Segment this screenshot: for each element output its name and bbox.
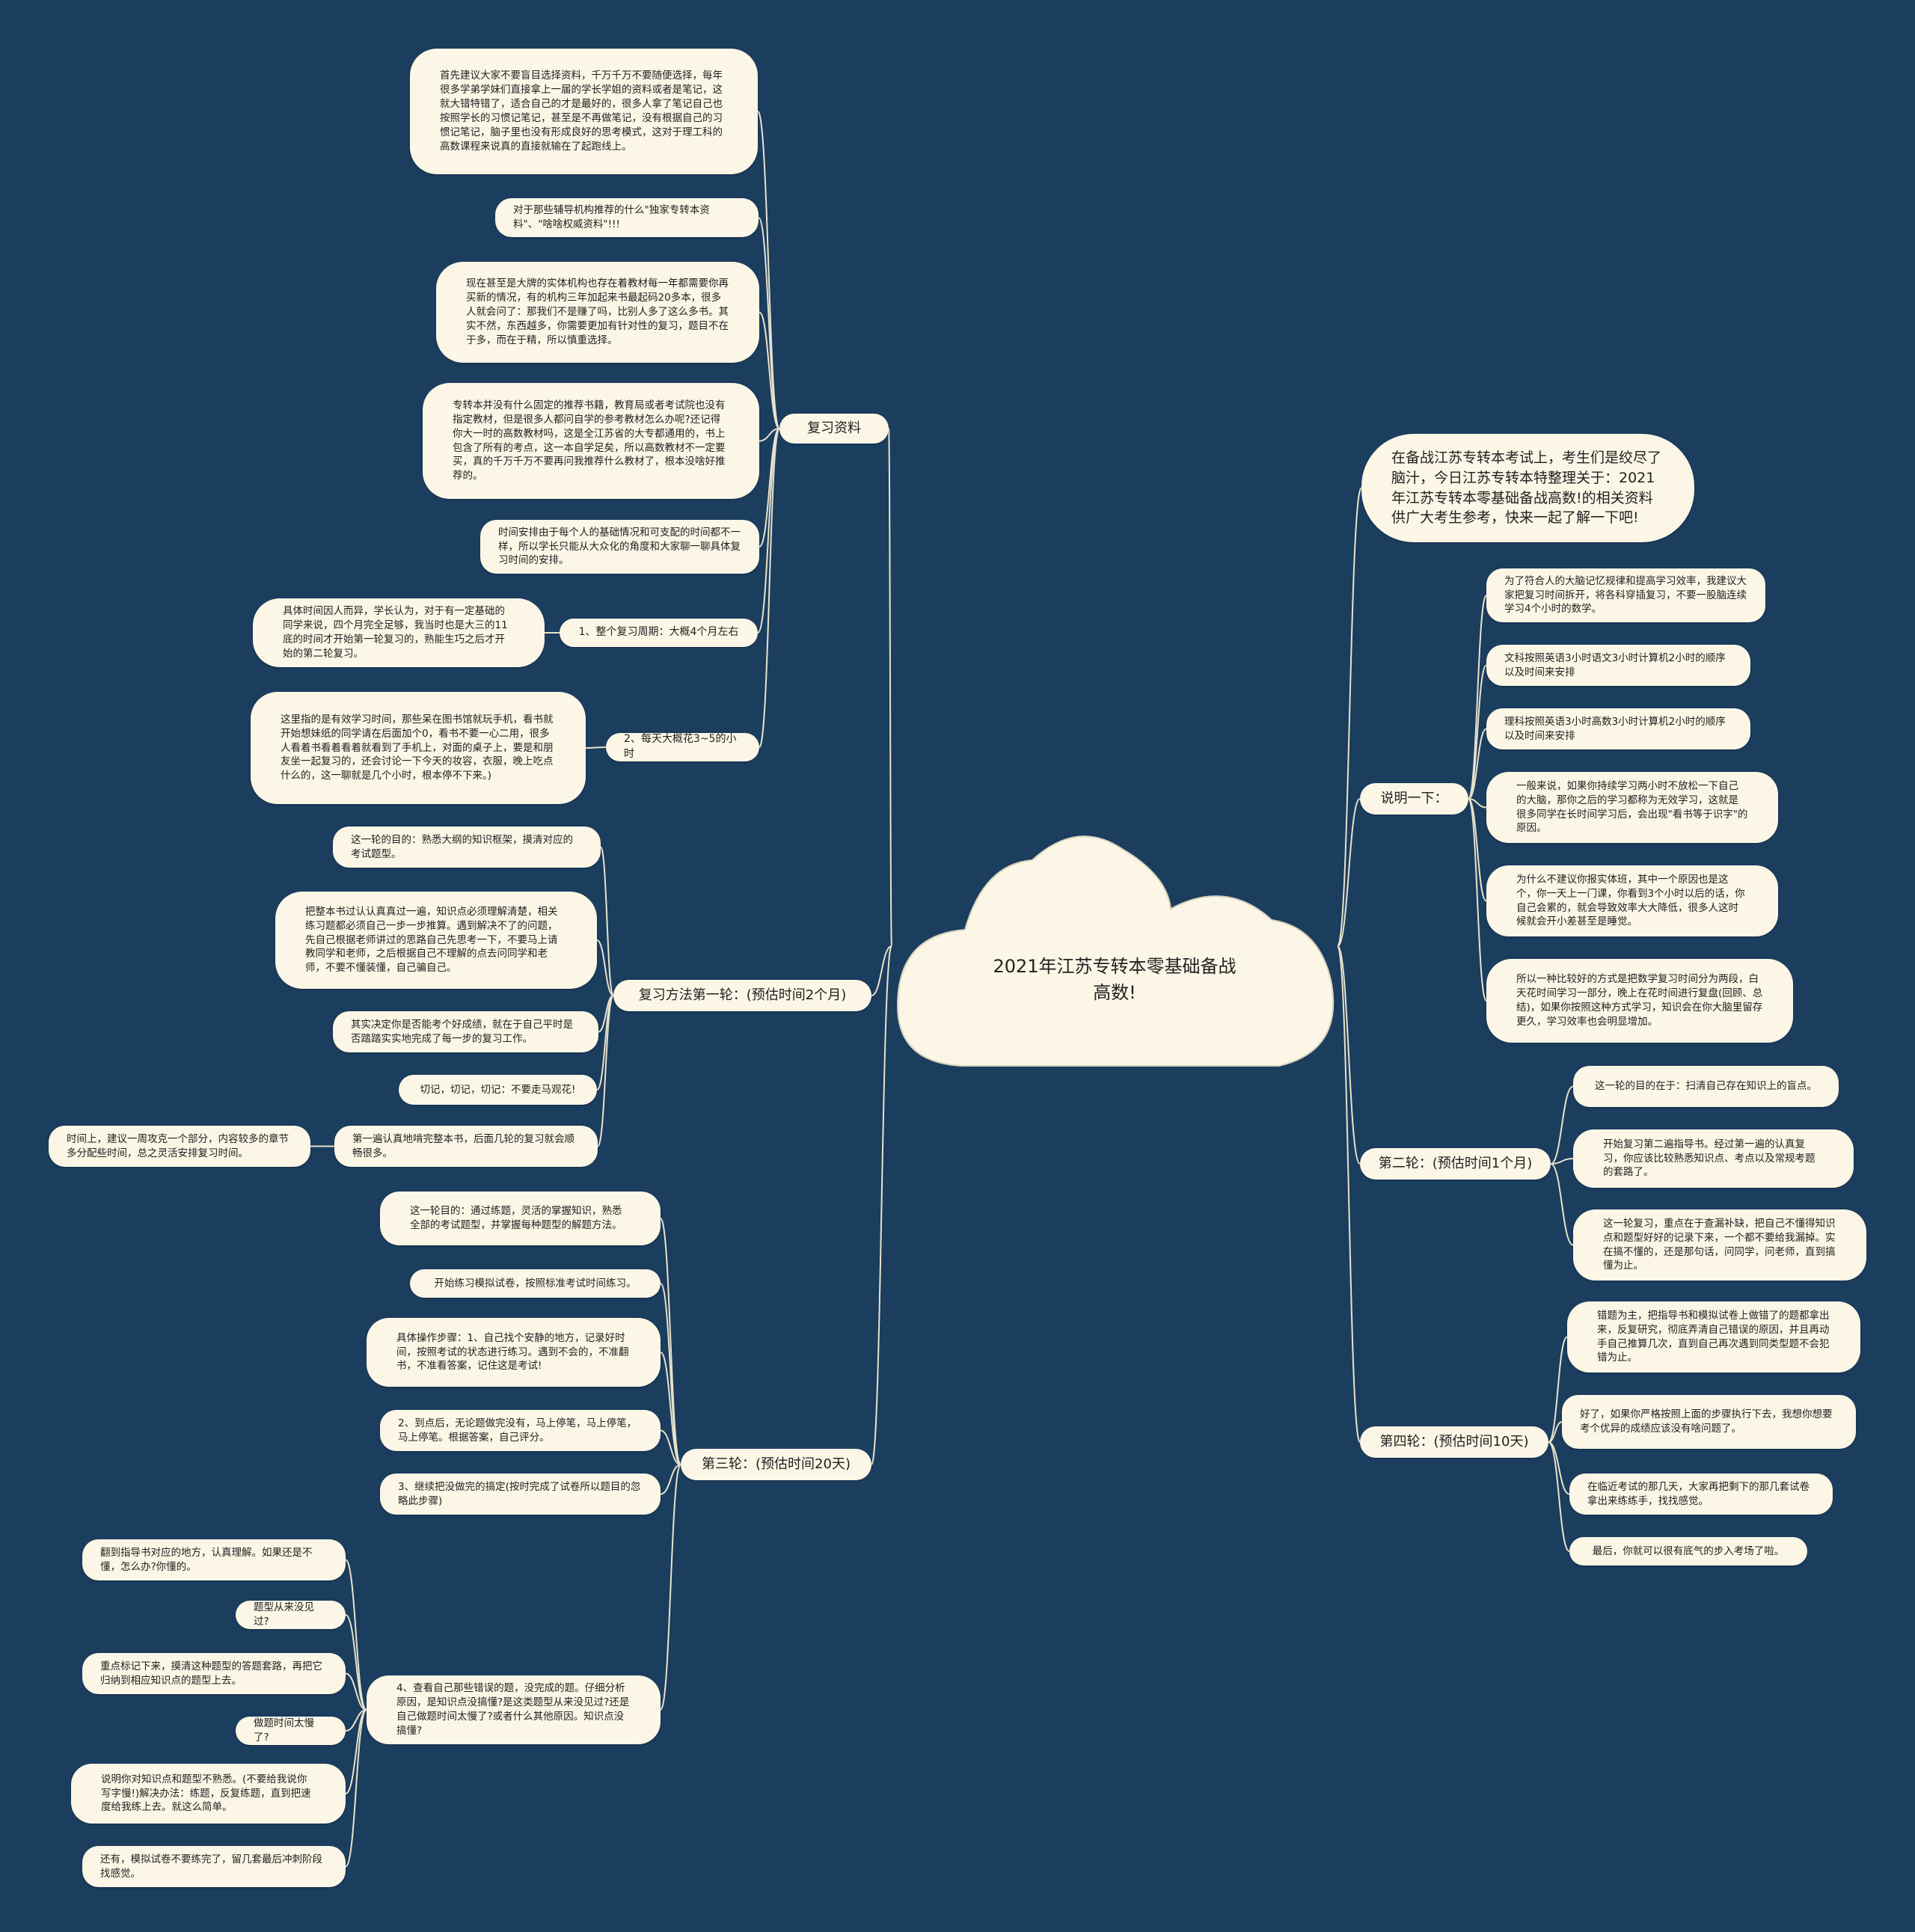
connector-line bbox=[1550, 1163, 1574, 1246]
connector-line bbox=[1468, 798, 1487, 809]
branch-review-materials[interactable]: 复习资料 bbox=[779, 414, 889, 444]
connector-line bbox=[1468, 798, 1487, 902]
leaf-round3-3[interactable]: 具体操作步骤：1、自己找个安静的地方，记录好时间，按照考试的状态进行练习。遇到不… bbox=[367, 1318, 661, 1387]
leaf-explain-5[interactable]: 为什么不建议你报实体班，其中一个原因也是这个，你一天上一门课，你看到3个小时以后… bbox=[1486, 865, 1778, 936]
connector-line bbox=[1337, 487, 1362, 947]
connector-line bbox=[1548, 1441, 1570, 1495]
leaf-round4-4[interactable]: 最后，你就可以很有底气的步入考场了啦。 bbox=[1569, 1537, 1807, 1565]
cloud-shape-icon bbox=[896, 835, 1335, 1067]
connector-line bbox=[600, 846, 614, 996]
note-daily-hours[interactable]: 这里指的是有效学习时间，那些呆在图书馆就玩手机，看书就开始想妹纸的同学请在后面加… bbox=[251, 692, 586, 804]
note-round3-2[interactable]: 题型从来没见过? bbox=[236, 1601, 346, 1629]
connector-line bbox=[660, 1283, 681, 1465]
sub-round1-first-pass[interactable]: 第一遍认真地啃完整本书，后面几轮的复习就会顺畅很多。 bbox=[334, 1126, 598, 1167]
connector-line bbox=[345, 1559, 367, 1711]
leaf-round4-3[interactable]: 在临近考试的那几天，大家再把剩下的那几套试卷拿出来练练手，找找感觉。 bbox=[1569, 1473, 1833, 1515]
connector-line bbox=[345, 1709, 367, 1794]
connector-line bbox=[660, 1464, 681, 1711]
sub-review-period[interactable]: 1、整个复习周期：大概4个月左右 bbox=[560, 619, 758, 647]
leaf-round2-1[interactable]: 这一轮的目的在于：扫清自己存在知识上的盲点。 bbox=[1573, 1066, 1839, 1107]
root-title: 2021年江苏专转本零基础备战高数! bbox=[993, 956, 1237, 1003]
connector-line bbox=[596, 939, 614, 996]
branch-round-one[interactable]: 复习方法第一轮：(预估时间2个月) bbox=[613, 980, 871, 1011]
note-round3-4[interactable]: 做题时间太慢了? bbox=[236, 1717, 346, 1745]
connector-line bbox=[660, 1429, 681, 1465]
leaf-materials-2[interactable]: 对于那些辅导机构推荐的什么"独家专转本资料"、"啥啥权威资料"!!! bbox=[495, 198, 759, 237]
leaf-materials-5[interactable]: 时间安排由于每个人的基础情况和可支配的时间都不一样，所以学长只能从大众化的角度和… bbox=[480, 520, 759, 574]
leaf-round1-4[interactable]: 切记，切记，切记：不要走马观花! bbox=[399, 1075, 597, 1105]
sub-round3-analyze-errors[interactable]: 4、查看自己那些错误的题，没完成的题。仔细分析原因，是知识点没搞懂?是这类题型从… bbox=[367, 1675, 661, 1744]
note-round3-6[interactable]: 还有，模拟试卷不要练完了，留几套最后冲刺阶段找感觉。 bbox=[82, 1846, 346, 1887]
leaf-round2-2[interactable]: 开始复习第二遍指导书。经过第一遍的认真复习，你应该比较熟悉知识点、考点以及常规考… bbox=[1573, 1129, 1854, 1188]
connector-line bbox=[759, 428, 780, 442]
connector-line bbox=[597, 995, 614, 1147]
connector-line bbox=[1337, 945, 1361, 1165]
branch-explanation[interactable]: 说明一下： bbox=[1360, 783, 1468, 815]
leaf-materials-1[interactable]: 首先建议大家不要盲目选择资料，千万千万不要随便选择，每年很多学弟学妹们直接拿上一… bbox=[410, 49, 758, 174]
branch-round-three[interactable]: 第三轮：(预估时间20天) bbox=[681, 1449, 871, 1480]
leaf-explain-6[interactable]: 所以一种比较好的方式是把数学复习时间分为两段，白天花时间学习一部分，晚上在花时间… bbox=[1486, 959, 1793, 1043]
connector-line bbox=[660, 1352, 681, 1465]
note-round3-3[interactable]: 重点标记下来，摸清这种题型的答题套路，再把它归纳到相应知识点的题型上去。 bbox=[82, 1653, 346, 1694]
connector-line bbox=[660, 1218, 681, 1465]
connector-line bbox=[1468, 728, 1487, 800]
connector-line bbox=[759, 311, 780, 429]
leaf-explain-2[interactable]: 文科按照英语3小时语文3小时计算机2小时的顺序以及时间来安排 bbox=[1486, 645, 1750, 686]
connector-line bbox=[660, 1464, 681, 1495]
intro-text: 在备战江苏专转本考试上，考生们是绞尽了脑汁，今日江苏专转本特整理关于：2021年… bbox=[1391, 449, 1662, 527]
connector-line bbox=[1468, 664, 1487, 800]
connector-line bbox=[1550, 1085, 1574, 1165]
connector-line bbox=[1337, 798, 1361, 947]
note-round3-5[interactable]: 说明你对知识点和题型不熟悉。(不要给我说你写字慢!)解决办法：练题，反复练题，直… bbox=[71, 1764, 346, 1824]
leaf-explain-1[interactable]: 为了符合人的大脑记忆规律和提高学习效率，我建议大家把复习时间拆开，将各科穿插复习… bbox=[1486, 568, 1765, 622]
leaf-round3-2[interactable]: 开始练习模拟试卷，按照标准考试时间练习。 bbox=[410, 1269, 661, 1298]
connector-line bbox=[871, 945, 892, 1465]
leaf-explain-3[interactable]: 理科按照英语3小时高数3小时计算机2小时的顺序以及时间来安排 bbox=[1486, 708, 1750, 749]
leaf-round4-2[interactable]: 好了，如果你严格按照上面的步骤执行下去，我想你想要考个优异的成绩应该没有啥问题了… bbox=[1562, 1395, 1856, 1449]
leaf-materials-4[interactable]: 专转本并没有什么固定的推荐书籍，教育局或者考试院也没有指定教材，但是很多人都问自… bbox=[423, 383, 759, 499]
connector-line bbox=[345, 1709, 367, 1868]
connector-line bbox=[345, 1672, 367, 1711]
connector-line bbox=[345, 1614, 367, 1711]
leaf-round3-5[interactable]: 3、继续把没做完的搞定(按时完成了试卷所以题目的忽略此步骤) bbox=[380, 1473, 661, 1515]
connector-line bbox=[871, 945, 892, 996]
connector-line bbox=[758, 217, 780, 429]
connector-line bbox=[1337, 945, 1361, 1443]
leaf-explain-4[interactable]: 一般来说，如果你持续学习两小时不放松一下自己的大脑，那你之后的学习都称为无效学习… bbox=[1486, 772, 1778, 843]
connector-line bbox=[1548, 1336, 1568, 1443]
leaf-round1-1[interactable]: 这一轮的目的：熟悉大纲的知识框架，摸清对应的考试题型。 bbox=[333, 827, 601, 868]
note-review-period[interactable]: 具体时间因人而异，学长认为，对于有一定基础的同学来说，四个月完全足够，我当时也是… bbox=[253, 598, 545, 667]
sub-daily-hours[interactable]: 2、每天大概花3~5的小时 bbox=[606, 733, 759, 761]
branch-round-two[interactable]: 第二轮：(预估时间1个月) bbox=[1360, 1148, 1551, 1180]
connector-line bbox=[1468, 798, 1487, 1002]
leaf-round3-1[interactable]: 这一轮目的：通过练题，灵活的掌握知识，熟悉全部的考试题型，并掌握每种题型的解题方… bbox=[380, 1192, 661, 1245]
connector-line bbox=[757, 111, 780, 429]
leaf-materials-3[interactable]: 现在甚至是大牌的实体机构也存在着教材每一年都需要你再买新的情况，有的机构三年加起… bbox=[436, 262, 759, 363]
root-topic[interactable]: 2021年江苏专转本零基础备战高数! bbox=[890, 819, 1339, 1073]
connector-line bbox=[888, 428, 892, 947]
connector-line bbox=[1550, 1158, 1574, 1165]
branch-round-four[interactable]: 第四轮：(预估时间10天) bbox=[1360, 1426, 1548, 1458]
leaf-round1-2[interactable]: 把整本书过认认真真过一遍，知识点必须理解清楚，相关练习题都必须自己一步一步推算。… bbox=[275, 892, 597, 989]
connector-line bbox=[585, 746, 607, 749]
leaf-round2-3[interactable]: 这一轮复习，重点在于查漏补缺，把自己不懂得知识点和题型好好的记录下来，一个都不要… bbox=[1573, 1209, 1866, 1281]
connector-line bbox=[1548, 1421, 1563, 1443]
leaf-round4-1[interactable]: 错题为主，把指导书和模拟试卷上做错了的题都拿出来，反复研究，彻底弄清自己错误的原… bbox=[1567, 1301, 1860, 1373]
leaf-round1-3[interactable]: 其实决定你是否能考个好成绩，就在于自己平时是否踏踏实实地完成了每一步的复习工作。 bbox=[333, 1011, 598, 1052]
note-round3-1[interactable]: 翻到指导书对应的地方，认真理解。如果还是不懂，怎么办?你懂的。 bbox=[82, 1539, 346, 1580]
note-round1-first-pass[interactable]: 时间上，建议一周攻克一个部分，内容较多的章节多分配些时间，总之灵活安排复习时间。 bbox=[49, 1126, 310, 1167]
connector-line bbox=[757, 428, 780, 634]
connector-line bbox=[759, 428, 780, 748]
leaf-round3-4[interactable]: 2、到点后，无论题做完没有，马上停笔，马上停笔，马上停笔。根据答案，自己评分。 bbox=[380, 1410, 661, 1451]
connector-line bbox=[1548, 1441, 1570, 1552]
intro-node[interactable]: 在备战江苏专转本考试上，考生们是绞尽了脑汁，今日江苏专转本特整理关于：2021年… bbox=[1361, 434, 1694, 542]
